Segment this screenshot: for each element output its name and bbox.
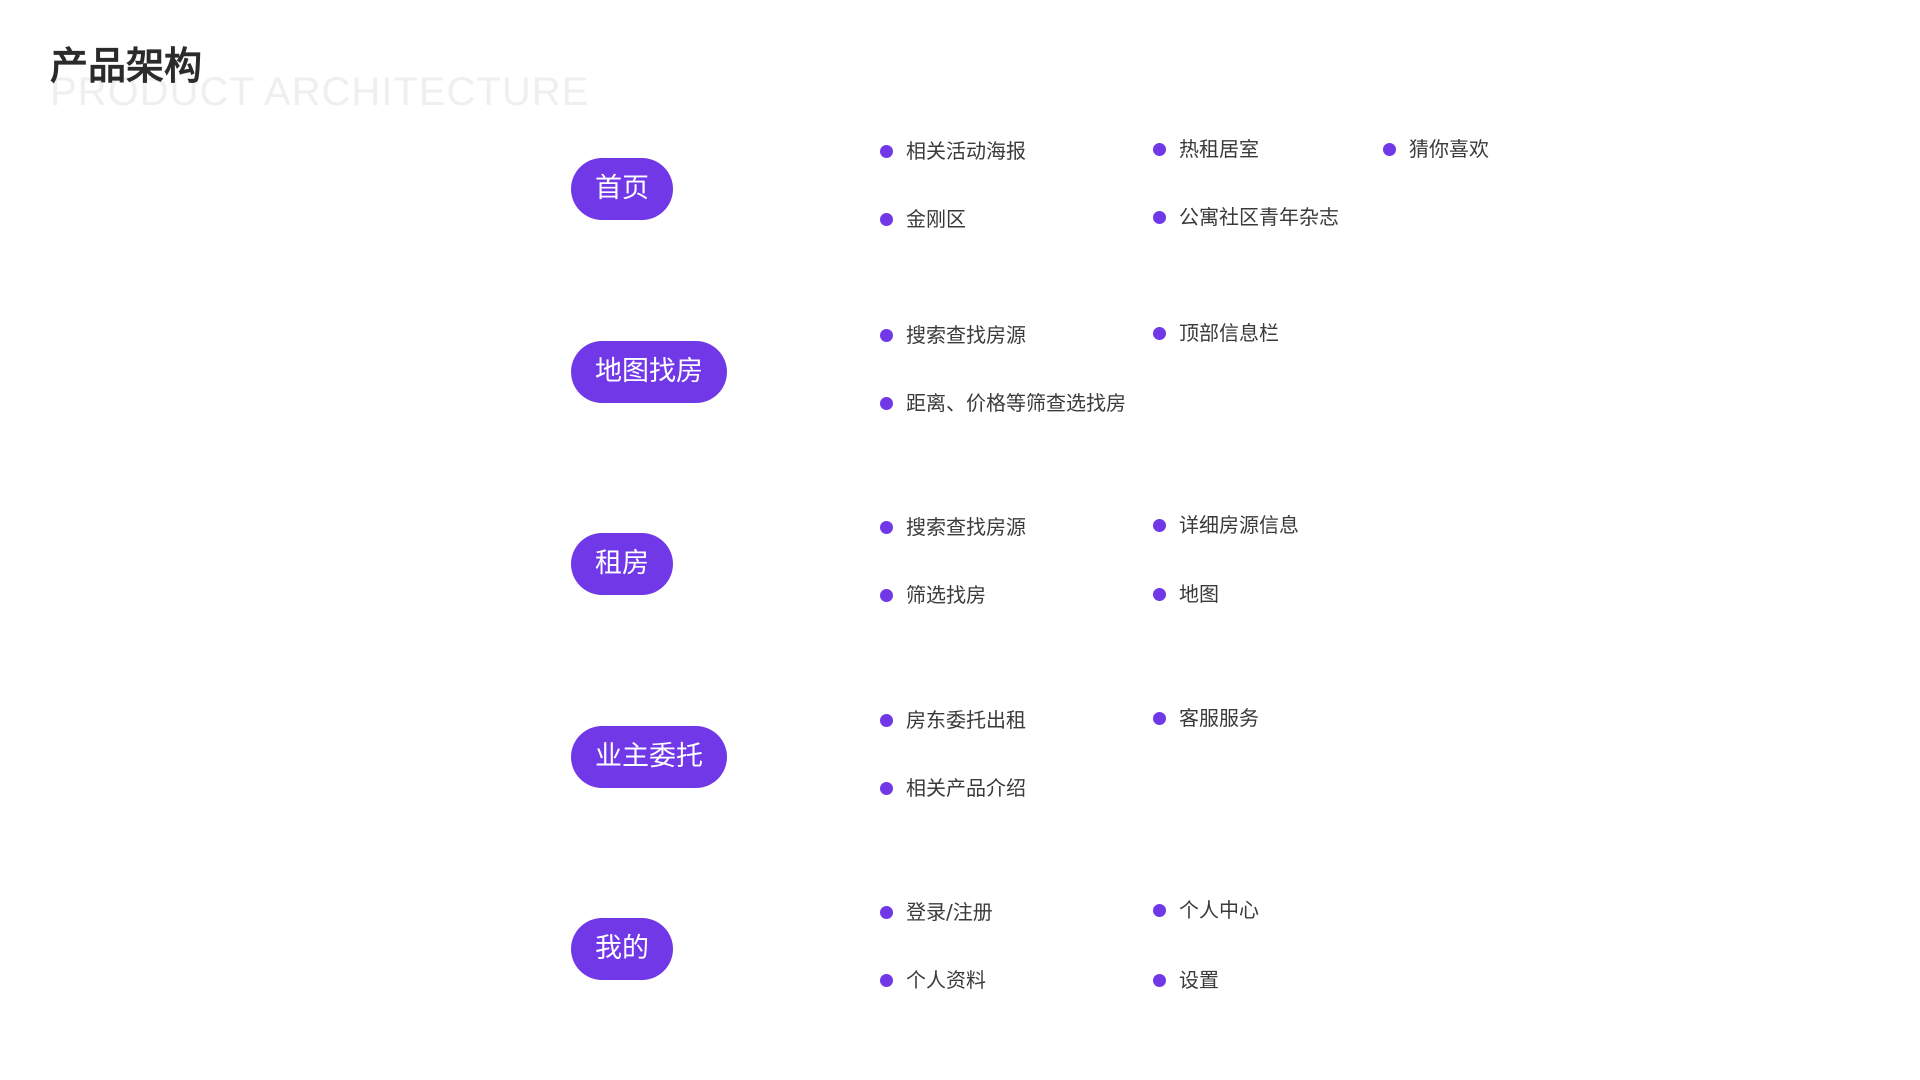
dot-icon (1153, 143, 1166, 156)
dot-icon (1153, 327, 1166, 340)
feature-label: 相关活动海报 (906, 139, 1026, 163)
feature-label: 个人资料 (906, 968, 986, 992)
feature-label: 搜索查找房源 (906, 515, 1026, 539)
dot-icon (880, 782, 893, 795)
dot-icon (1153, 904, 1166, 917)
dot-icon (880, 145, 893, 158)
feature-label: 客服服务 (1179, 706, 1259, 730)
dot-icon (880, 906, 893, 919)
feature-label: 登录/注册 (906, 900, 993, 924)
dot-icon (1153, 211, 1166, 224)
feature-label: 猜你喜欢 (1409, 137, 1489, 161)
feature-label: 详细房源信息 (1179, 513, 1299, 537)
section-owner-entrust: 业主委托 房东委托出租 客服服务 相关产品介绍 (0, 689, 1920, 825)
dot-icon (1153, 712, 1166, 725)
dot-icon (880, 213, 893, 226)
mine-tag[interactable]: 我的 (571, 918, 673, 980)
dot-icon (880, 397, 893, 410)
feature-label: 房东委托出租 (906, 708, 1026, 732)
section-map-search: 地图找房 搜索查找房源 顶部信息栏 距离、价格等筛查选找房 (0, 304, 1920, 440)
section-mine: 我的 登录/注册 个人中心 个人资料 设置 (0, 881, 1920, 1017)
feature-label: 设置 (1179, 968, 1219, 992)
feature-label: 相关产品介绍 (906, 776, 1026, 800)
dot-icon (880, 329, 893, 342)
owner-entrust-tag[interactable]: 业主委托 (571, 726, 727, 788)
title-block: PRODUCT ARCHITECTURE 产品架构 (50, 34, 650, 114)
feature-label: 筛选找房 (906, 583, 986, 607)
dot-icon (1383, 143, 1396, 156)
feature-label: 距离、价格等筛查选找房 (906, 391, 1126, 415)
dot-icon (880, 589, 893, 602)
feature-label: 金刚区 (906, 207, 966, 231)
dot-icon (880, 974, 893, 987)
dot-icon (1153, 588, 1166, 601)
rent-tag[interactable]: 租房 (571, 533, 673, 595)
page-title: 产品架构 (50, 44, 203, 88)
feature-label: 地图 (1179, 582, 1219, 606)
section-home: 首页 相关活动海报 热租居室 猜你喜欢 金刚区 公寓社区青年杂志 (0, 120, 1920, 256)
page-subtitle: PRODUCT ARCHITECTURE (50, 70, 590, 114)
map-search-tag[interactable]: 地图找房 (571, 341, 727, 403)
dot-icon (880, 714, 893, 727)
feature-label: 公寓社区青年杂志 (1179, 205, 1339, 229)
dot-icon (880, 521, 893, 534)
feature-label: 顶部信息栏 (1179, 321, 1279, 345)
feature-label: 搜索查找房源 (906, 323, 1026, 347)
dot-icon (1153, 519, 1166, 532)
section-rent: 租房 搜索查找房源 详细房源信息 筛选找房 地图 (0, 496, 1920, 632)
feature-label: 热租居室 (1179, 137, 1259, 161)
dot-icon (1153, 974, 1166, 987)
feature-label: 个人中心 (1179, 898, 1259, 922)
home-tag[interactable]: 首页 (571, 158, 673, 220)
